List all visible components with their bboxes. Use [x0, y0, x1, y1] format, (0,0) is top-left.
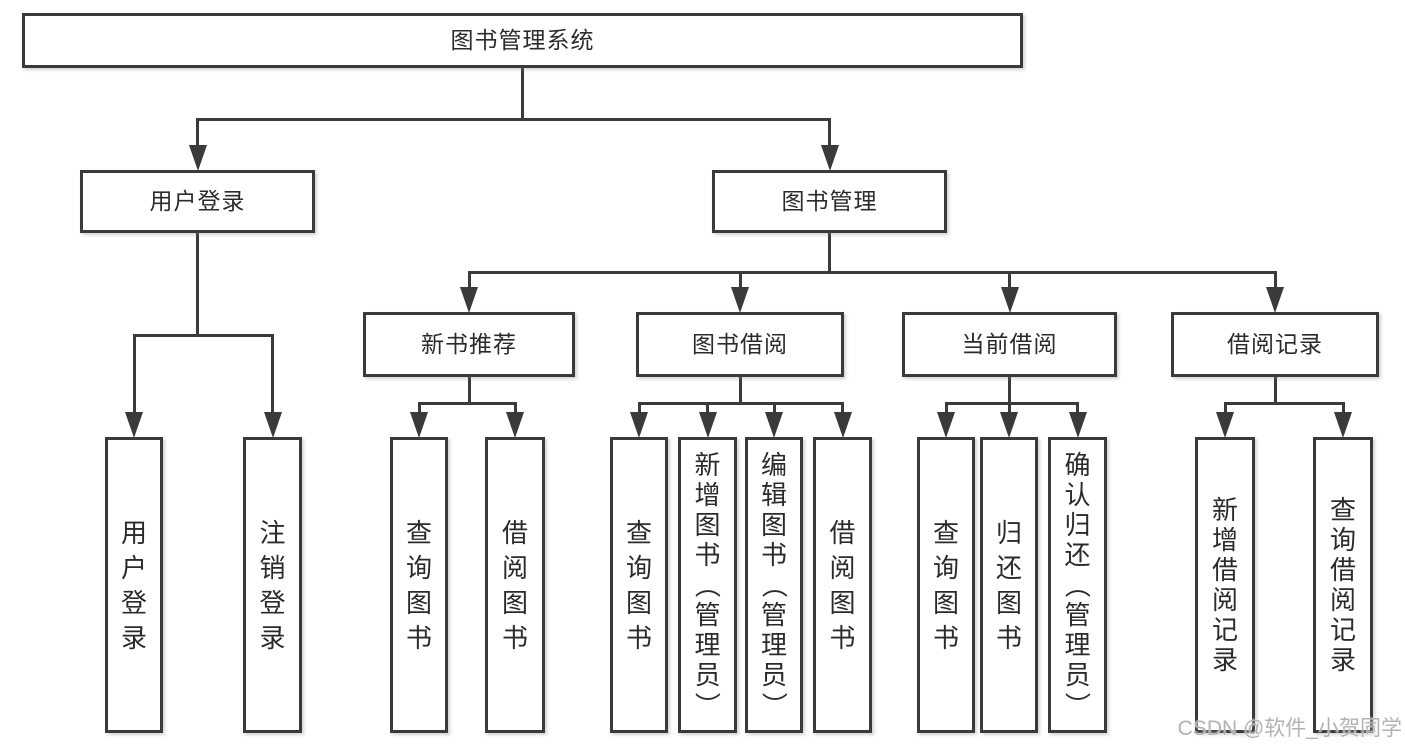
edge-line-vertical — [417, 403, 421, 413]
node-leaf-user-login: 用户登录 — [105, 437, 163, 733]
edge-line-vertical — [738, 377, 742, 403]
arrow-down-icon — [820, 145, 839, 171]
node-new-book-recommend: 新书推荐 — [363, 312, 575, 377]
arrow-down-icon — [263, 412, 282, 438]
node-label: 借阅记录 — [1227, 331, 1323, 357]
node-label: 图书借阅 — [692, 331, 788, 357]
edge-line-vertical — [1007, 403, 1011, 413]
node-label-vertical: 确认归还（管理员） — [1062, 450, 1093, 719]
edge-line-vertical — [828, 233, 831, 272]
node-leaf-query-book-2: 查询图书 — [610, 437, 668, 733]
arrow-down-icon — [125, 412, 143, 438]
edge-line-vertical — [467, 377, 471, 403]
arrow-down-icon — [506, 412, 524, 438]
node-label-vertical: 查询图书 — [405, 517, 432, 653]
node-label-vertical: 归还图书 — [995, 517, 1022, 653]
edge-line-vertical — [828, 119, 831, 146]
node-label-vertical: 借阅图书 — [501, 517, 528, 653]
arrow-down-icon — [630, 412, 648, 438]
node-leaf-edit-book: 编辑图书（管理员） — [745, 437, 803, 733]
arrow-down-icon — [765, 412, 783, 438]
node-label-vertical: 借阅图书 — [829, 517, 856, 653]
node-label: 新书推荐 — [421, 331, 517, 357]
edge-line-horizontal — [132, 333, 274, 337]
edge-line-horizontal — [1223, 401, 1345, 405]
arrow-down-icon — [1216, 412, 1234, 438]
node-leaf-add-book: 新增图书（管理员） — [678, 437, 737, 733]
node-leaf-query-borrow-record: 查询借阅记录 — [1313, 437, 1373, 733]
node-label-vertical: 编辑图书（管理员） — [758, 450, 789, 719]
edge-line-horizontal — [637, 401, 844, 405]
arrow-down-icon — [731, 287, 749, 313]
node-leaf-borrow-book-2: 借阅图书 — [813, 437, 872, 733]
edge-line-vertical — [196, 119, 199, 146]
node-label-vertical: 新增图书（管理员） — [692, 450, 723, 719]
node-label: 图书管理系统 — [450, 27, 595, 53]
node-leaf-logout: 注销登录 — [243, 437, 302, 733]
edge-line-vertical — [1008, 272, 1011, 288]
node-leaf-query-book-1: 查询图书 — [390, 437, 448, 733]
edge-line-horizontal — [944, 401, 1079, 405]
arrow-down-icon — [833, 412, 852, 438]
edge-line-vertical — [637, 403, 641, 413]
node-label-vertical: 查询图书 — [932, 517, 959, 653]
node-book-management: 图书管理 — [712, 170, 947, 233]
edge-line-vertical — [738, 272, 742, 288]
edge-line-vertical — [772, 403, 776, 413]
node-root: 图书管理系统 — [22, 13, 1023, 68]
edge-line-vertical — [132, 335, 136, 413]
arrow-down-icon — [1068, 412, 1087, 438]
arrow-down-icon — [698, 412, 717, 438]
edge-line-vertical — [841, 403, 844, 413]
edge-line-vertical — [1341, 403, 1345, 413]
edge-line-vertical — [196, 233, 199, 335]
node-label-vertical: 查询借阅记录 — [1329, 495, 1356, 675]
edge-line-vertical — [521, 68, 524, 119]
arrow-down-icon — [1334, 412, 1352, 438]
node-user-login: 用户登录 — [80, 170, 315, 233]
node-leaf-add-borrow-record: 新增借阅记录 — [1195, 437, 1255, 733]
node-label: 图书管理 — [781, 188, 878, 214]
edge-line-vertical — [271, 335, 274, 413]
edge-line-vertical — [706, 403, 709, 413]
edge-line-vertical — [1273, 272, 1277, 288]
edge-line-vertical — [1223, 403, 1227, 413]
arrow-down-icon — [188, 145, 207, 171]
edge-line-vertical — [1008, 377, 1011, 403]
node-label-vertical: 查询图书 — [625, 517, 652, 653]
node-leaf-confirm-return: 确认归还（管理员） — [1048, 437, 1107, 733]
edge-line-horizontal — [467, 270, 1277, 274]
edge-line-vertical — [944, 403, 948, 413]
arrow-down-icon — [937, 412, 955, 438]
edge-line-vertical — [467, 272, 471, 288]
edge-line-vertical — [513, 403, 517, 413]
arrow-down-icon — [460, 287, 478, 313]
node-book-borrow: 图书借阅 — [636, 312, 844, 377]
node-label-vertical: 新增借阅记录 — [1211, 495, 1238, 675]
node-label: 当前借阅 — [961, 331, 1058, 357]
node-current-borrow: 当前借阅 — [902, 312, 1117, 377]
node-label: 用户登录 — [149, 188, 246, 214]
edge-line-horizontal — [196, 117, 831, 121]
node-label-vertical: 注销登录 — [259, 517, 286, 653]
node-label-vertical: 用户登录 — [120, 517, 147, 653]
node-leaf-query-book-3: 查询图书 — [917, 437, 975, 733]
node-leaf-return-book: 归还图书 — [980, 437, 1038, 733]
edge-line-vertical — [1076, 403, 1079, 413]
csdn-watermark: CSDN @软件_小贺同学 — [1177, 717, 1402, 740]
arrow-down-icon — [1266, 287, 1284, 313]
edge-line-vertical — [1273, 377, 1277, 403]
arrow-down-icon — [1000, 412, 1018, 438]
edge-line-horizontal — [417, 401, 517, 405]
node-borrow-records: 借阅记录 — [1171, 312, 1379, 377]
arrow-down-icon — [1000, 287, 1019, 313]
arrow-down-icon — [410, 412, 428, 438]
node-leaf-borrow-book-1: 借阅图书 — [485, 437, 545, 733]
